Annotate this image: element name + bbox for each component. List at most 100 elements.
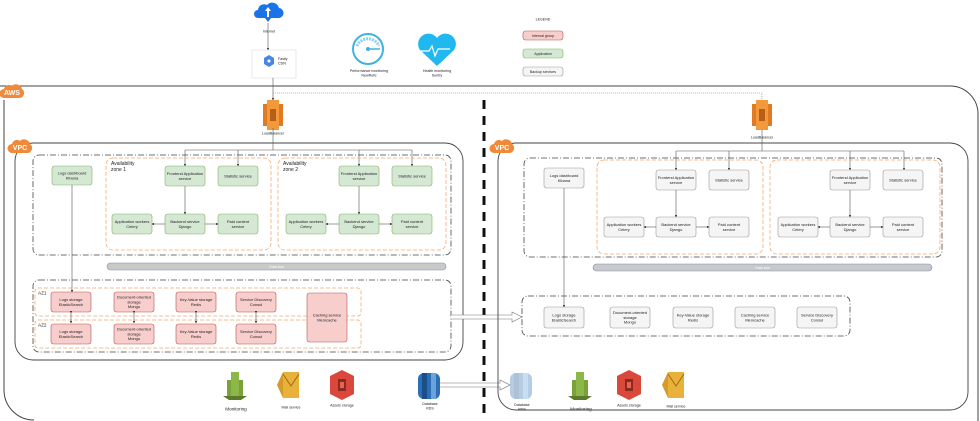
left-az1-statistic-service[interactable]: Statistic service	[217, 165, 259, 187]
left-caching-service-shape	[306, 292, 348, 343]
legend-backup-services[interactable]: Backup services	[522, 66, 564, 77]
right-logs-dashboard-label: Kibana	[558, 178, 571, 183]
left-az2-paid-content-service-label: service	[406, 224, 419, 229]
right-caching-service-label: Memcache	[745, 317, 765, 322]
left-az1-application-workers-label: Celery	[126, 224, 138, 229]
right-az2-zone	[769, 159, 941, 255]
right-service-discovery-label: Service Discovery	[801, 313, 833, 318]
left-vpc-badge-label: VPC	[13, 145, 27, 152]
cdn-label: Fastly	[278, 57, 288, 61]
right-vpc-badge-cloud-icon	[489, 139, 515, 153]
right-vpc-badge: VPC	[489, 139, 515, 153]
cdn-label: CDN	[278, 61, 286, 65]
left-database-icon	[418, 373, 440, 399]
right-vpc-badge-label: VPC	[495, 145, 509, 152]
left-az1-title: Availability	[111, 161, 135, 167]
right-database-icon	[510, 373, 532, 399]
right-key-value-storage-label: Key-Value storage	[677, 313, 710, 318]
left-mail-service-icon	[277, 372, 300, 398]
right-database-label: RDS	[518, 407, 526, 411]
legend-internal-group[interactable]: Internal group	[522, 30, 564, 41]
left-az2-logs-storage-shape	[50, 323, 92, 345]
aws-badge: AWS	[0, 84, 25, 98]
left-az2-logs-storage-label: ElasticSearch	[59, 334, 83, 339]
right-monitoring-label: Monitoring	[570, 407, 592, 412]
right-monitoring-icon	[568, 372, 592, 400]
right-service-discovery-shape	[796, 306, 838, 329]
right-app-group	[523, 157, 943, 258]
left-az2-paid-content-service-label: Paid content	[401, 219, 424, 224]
right-az2-backend-service-label: Django	[844, 227, 857, 232]
left-az1-frontend-service-label: Frontend Application	[167, 171, 203, 176]
right-load-balancer-icon[interactable]	[752, 100, 772, 130]
left-caching-service-label: Memcache	[317, 317, 337, 322]
left-az1-application-workers-label: Application workers	[115, 219, 150, 224]
left-az2-backend-service-label: Backend service	[344, 219, 374, 224]
legend: LEGEND	[536, 17, 551, 21]
right-logs-storage-label: Logs storage	[552, 313, 576, 318]
right-az1-statistic-service[interactable]: Statistic service	[708, 169, 750, 191]
right-mail-service-icon	[662, 372, 685, 398]
left-assets-storage-label: Assets storage	[330, 403, 354, 407]
left-load-balancer-icon[interactable]	[263, 100, 283, 130]
aws-boundary-left	[0, 85, 35, 421]
aws-badge-cloud-icon	[0, 84, 25, 98]
legend-title: LEGEND	[536, 17, 551, 21]
right-load-balancer-label: LoadBalancer	[751, 135, 774, 139]
health-monitoring-label: Health monitoring	[423, 69, 451, 73]
left-az2-title: zone 2	[283, 167, 298, 173]
legend-application[interactable]: Application	[522, 48, 564, 59]
left-az2-frontend-service-label: Frontend Application	[341, 171, 377, 176]
right-caching-service-shape	[734, 306, 776, 329]
left-az2-key-value-storage-shape	[175, 323, 217, 345]
right-caching-service-label: Caching service	[741, 313, 770, 318]
left-az2-key-value-storage-label: Redis	[191, 334, 201, 339]
right-az2-statistic-service[interactable]: Statistic service	[882, 169, 924, 191]
left-logs-dashboard-label: Kibana	[66, 175, 79, 180]
right-az2-application-workers-label: Application workers	[781, 222, 816, 227]
left-database-label: Database	[422, 402, 437, 406]
legend-internal-group-label: Internal group	[532, 34, 554, 38]
legend-backup-services-shape	[522, 66, 564, 77]
right-az2-backend-service-label: Backend service	[835, 222, 865, 227]
left-storage-az1-label: AZ1	[38, 291, 47, 296]
right-az1-paid-content-service-label: service	[723, 227, 736, 232]
left-az2-application-workers-label: Application workers	[289, 219, 324, 224]
left-data-bus-label: Data bus	[269, 265, 284, 269]
left-assets-storage-icon	[330, 370, 354, 400]
left-az2-statistic-service[interactable]: Statistic service	[391, 165, 433, 187]
